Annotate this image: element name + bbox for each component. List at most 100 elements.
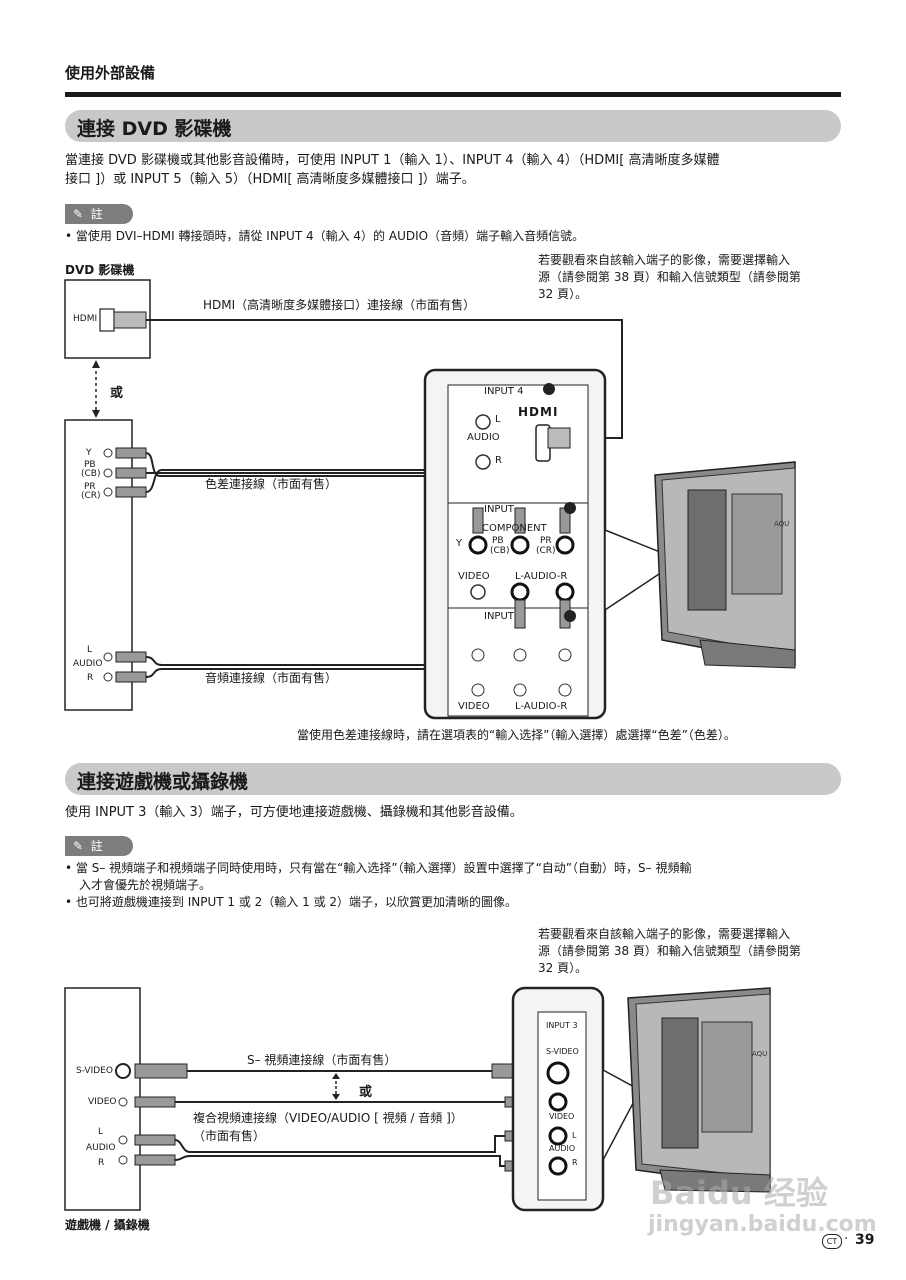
dvd-device-title: DVD 影碟機: [65, 263, 135, 277]
panel-plug-pb-icon: [514, 507, 526, 534]
dvd-audio-l-label: L: [87, 645, 93, 655]
panel-r-label: R: [572, 1158, 578, 1167]
tv-brand-label-2: AQU: [752, 1050, 768, 1058]
component-plug-pb-icon: [115, 467, 147, 479]
note-label: 註: [90, 207, 103, 221]
dev-svideo-label: S-VIDEO: [76, 1066, 113, 1076]
section2-heading: 連接遊戲機或攝錄機: [77, 771, 249, 793]
dvd-hdmi-plug-icon: [113, 311, 147, 329]
section1-intro: 當連接 DVD 影碟機或其他影音設備時，可使用 INPUT 1（輸入 1）、IN…: [65, 151, 841, 189]
component-plug-y-icon: [115, 447, 147, 459]
panel-l-label: L: [572, 1131, 577, 1140]
panel-y-label: Y: [456, 538, 463, 549]
section2-note2: • 也可將遊戲機連接到 INPUT 1 或 2（輸入 1 或 2）端子，以欣賞更…: [65, 895, 518, 909]
dvd-audio-l-jack-icon: [103, 652, 113, 662]
section2-tip-line1: 若要觀看來自該輸入端子的影像，需要選擇輸入: [538, 927, 791, 941]
input4-audio-l-jack-icon: [475, 414, 491, 430]
dev-video-jack-icon: [118, 1097, 128, 1107]
panel-laudior2-label: L-AUDIO-R: [515, 701, 568, 712]
panel-video-label: VIDEO: [549, 1112, 575, 1121]
section1-intro-line1: 當連接 DVD 影碟機或其他影音設備時，可使用 INPUT 1（輸入 1）、IN…: [65, 153, 720, 168]
page-number: 39: [855, 1232, 875, 1248]
dev-video-label: VIDEO: [88, 1097, 117, 1107]
audio-cable-l: [145, 600, 521, 666]
input4-audio-r-jack-icon: [475, 454, 491, 470]
input2-video-jack-icon: [471, 683, 485, 697]
panel-audio-l-label: L: [495, 414, 501, 425]
or-label: 或: [110, 386, 124, 401]
section1-tip-line2: 源（請參閱第 38 頁）和輸入信號類型（請參閱第: [538, 270, 801, 284]
section2-note1-line2: 入才會優先於視頻端子。: [79, 878, 212, 892]
video-plug-left-icon: [134, 1096, 176, 1108]
dvd-y-jack-icon: [103, 448, 113, 458]
tv-rear-illustration-2: [627, 987, 771, 1193]
composite-cable-label-2: （市面有售）: [193, 1129, 266, 1143]
audio-plug-r-left-icon: [134, 1154, 176, 1166]
or-arrow-down-icon: [92, 410, 100, 418]
section2-notes: • 當 S– 視頻端子和視頻端子同時使用時，只有當在“輸入选择”（輸入選擇）設置…: [65, 860, 841, 911]
callout-wedge-2: [602, 1068, 642, 1161]
dvd-pr-label: PR: [84, 482, 96, 492]
svideo-plug-left-icon: [134, 1063, 188, 1079]
section1-note: • 當使用 DVI–HDMI 轉接頭時，請從 INPUT 4（輸入 4）的 AU…: [65, 229, 585, 243]
hdmi-logo: HDMI: [518, 405, 559, 419]
panel-audio-r-label: R: [495, 455, 502, 466]
panel-input4-label: INPUT 4: [484, 386, 524, 397]
section2-note-tag: ✎ 註: [65, 836, 133, 856]
or-arrow-up-icon: [92, 360, 100, 368]
dvd-cb-label: (CB): [81, 469, 101, 479]
panel-plug-y-icon: [472, 507, 484, 534]
panel-input2-label: INPUT: [484, 611, 514, 622]
section2-tip: 若要觀看來自該輸入端子的影像，需要選擇輸入 源（請參閱第 38 頁）和輸入信號類…: [538, 926, 848, 977]
input2-y-jack-icon: [471, 648, 485, 662]
watermark-url: jingyan.baidu.com: [648, 1212, 877, 1237]
component-cable-pr: [145, 469, 566, 512]
panel-audio-l-jack-icon: [548, 1126, 568, 1146]
section1-tip: 若要觀看來自該輸入端子的影像，需要選擇輸入 源（請參閱第 38 頁）和輸入信號類…: [538, 252, 848, 303]
dvd-connection-diagram: [64, 279, 796, 720]
dev-l-label: L: [98, 1127, 104, 1137]
section1-tip-line1: 若要觀看來自該輸入端子的影像，需要選擇輸入: [538, 253, 791, 267]
note-label: 註: [90, 839, 103, 853]
dvd-cr-label: (CR): [81, 491, 101, 501]
input2-number-badge-icon: [564, 610, 576, 622]
panel-pb-label: PB: [492, 536, 504, 546]
panel-laudior-label: L-AUDIO-R: [515, 571, 568, 582]
input4-number-badge-icon: [543, 383, 555, 395]
or-label-2: 或: [359, 1085, 373, 1100]
panel-video-jack-icon: [548, 1092, 568, 1112]
dev-audio-r-jack-icon: [118, 1155, 128, 1165]
panel-y-jack-icon: [468, 535, 488, 555]
section1-heading-bar: [65, 110, 841, 142]
section1-note-text: 當使用 DVI–HDMI 轉接頭時，請從 INPUT 4（輸入 4）的 AUDI…: [75, 229, 585, 243]
section2-note1-line1: 當 S– 視頻端子和視頻端子同時使用時，只有當在“輸入选择”（輸入選擇）設置中選…: [75, 861, 692, 875]
section2-note1: • 當 S– 視頻端子和視頻端子同時使用時，只有當在“輸入选择”（輸入選擇）設置…: [65, 861, 692, 875]
dvd-pb-label: PB: [84, 460, 96, 470]
panel-pr-label: PR: [540, 536, 552, 546]
dvd-hdmi-port-icon: [99, 308, 115, 332]
panel-video2-label: VIDEO: [458, 701, 490, 712]
panel-svideo-label: S-VIDEO: [546, 1047, 579, 1056]
input2-pb-jack-icon: [513, 648, 527, 662]
panel-audio-r-jack-icon: [548, 1156, 568, 1176]
dvd-y-label: Y: [86, 448, 92, 458]
game-device-title: 遊戲機 / 攝錄機: [65, 1218, 150, 1232]
watermark-logo: Baidu 经验: [650, 1174, 828, 1212]
panel-svideo-jack-icon: [546, 1061, 570, 1085]
dvd-pb-jack-icon: [103, 468, 113, 478]
panel-audio-label-2: AUDIO: [549, 1144, 576, 1153]
section2-heading-bar: [65, 763, 841, 795]
header-rule: [65, 92, 841, 97]
input1-number-badge-icon: [564, 502, 576, 514]
section2-note2-text: 也可將遊戲機連接到 INPUT 1 或 2（輸入 1 或 2）端子，以欣賞更加清…: [75, 895, 518, 909]
input2-pr-jack-icon: [558, 648, 572, 662]
dvd-audio-r-label: R: [87, 673, 94, 683]
panel-video-label: VIDEO: [458, 571, 490, 582]
panel-input1-label: INPUT: [484, 504, 514, 515]
audio-plug-l-icon: [115, 651, 147, 663]
lang-badge: CT: [822, 1234, 842, 1249]
page-dot: ·: [844, 1232, 849, 1247]
callout-wedge: [604, 528, 682, 612]
panel-component-label: COMPONENT: [482, 523, 547, 534]
panel-plug-audio-l-icon: [514, 599, 526, 629]
